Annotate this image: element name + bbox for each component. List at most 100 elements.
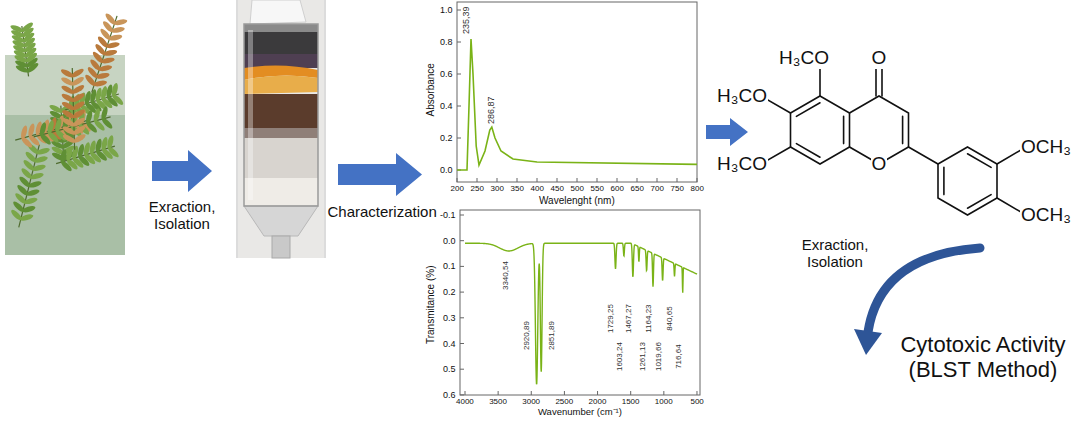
axis-tick-label: 0.2 [440, 133, 453, 143]
leaflet [83, 142, 91, 157]
axis-tick-label: 3000 [522, 397, 540, 406]
process-arrow [338, 153, 422, 196]
leaflet [61, 125, 76, 136]
leaflet [92, 108, 101, 123]
column-band [244, 178, 318, 206]
tick-mark [637, 178, 638, 182]
axis-tick-label: 650 [631, 184, 644, 193]
double-bond [796, 144, 820, 158]
tick-mark [537, 178, 538, 182]
single-bond [819, 66, 821, 96]
tick-mark [577, 178, 578, 182]
axis-tick-label: 4000 [456, 397, 474, 406]
photo-ground [236, 0, 326, 258]
ring-bond [938, 147, 997, 215]
axis-tick-label: 600 [611, 184, 624, 193]
axis-tick-label: 500 [690, 397, 703, 406]
leaflet [60, 68, 75, 79]
axis-ticks [457, 10, 697, 182]
curved-arrow-head [854, 329, 882, 355]
tick-mark [460, 266, 464, 267]
leaflet [61, 117, 76, 128]
peak-label: 716,64 [674, 344, 683, 368]
tick-mark [663, 391, 664, 395]
peak-label: 1729,25 [605, 304, 614, 333]
double-bond [943, 167, 945, 194]
double-bond [796, 103, 820, 117]
uv-spectrum [457, 2, 697, 182]
axis-tick-label: 2500 [555, 397, 573, 406]
axis-tick-label: 0.1 [443, 261, 456, 271]
peak-label: 286,87 [486, 96, 496, 124]
tick-mark [460, 317, 464, 318]
plot-frame [457, 2, 697, 182]
tick-mark [460, 369, 464, 370]
tick-mark [617, 178, 618, 182]
peak-label: 2920,89 [521, 321, 530, 350]
tick-mark [460, 292, 464, 293]
plot-frame [460, 210, 700, 395]
step-caption: Exraction, Isolation [135, 198, 230, 233]
leaflet [20, 125, 29, 140]
double-bond [968, 154, 992, 168]
tick-mark [460, 240, 464, 241]
axis-title: Transmitance (%) [424, 265, 436, 344]
leaflet [9, 24, 24, 34]
axis-tick-label: 0.6 [443, 390, 456, 400]
axis-tick-label: 0.0 [443, 236, 456, 246]
leaflet [77, 143, 85, 158]
process-arrow [706, 118, 748, 146]
column-band [244, 138, 318, 178]
column-tip [272, 236, 290, 258]
column-band [244, 24, 318, 32]
axis-tick-label: 1000 [655, 397, 673, 406]
leaflet [89, 140, 97, 155]
peak-label: 235,39 [461, 6, 471, 34]
curved-arrow [868, 248, 980, 332]
peak-label: 1467,27 [623, 304, 632, 333]
step-caption: Exraction, Isolation [790, 236, 880, 271]
double-bond [902, 116, 904, 143]
photo-sky [5, 55, 125, 115]
axis-ticks [460, 215, 697, 395]
glass-glint [248, 30, 253, 200]
peak-label: 840,65 [665, 306, 674, 330]
axis-tick-label: 0.2 [443, 287, 456, 297]
column-band [244, 94, 318, 128]
axis-tick-label: 0.0 [440, 165, 453, 175]
column-photo [236, 0, 326, 258]
axis-tick-label: 0.6 [440, 69, 453, 79]
leaflet [100, 136, 108, 151]
ring-bond [791, 96, 850, 164]
peak-label: 3340,54 [500, 261, 509, 290]
axis-tick-label: 300 [491, 184, 504, 193]
axis-title: Wavelenght (nm) [539, 195, 615, 207]
peak-label: 1164,23 [644, 304, 653, 332]
spectrum-curve [457, 39, 697, 170]
axis-tick-label: 700 [651, 184, 664, 193]
peak-label: 1019,66 [653, 342, 662, 371]
carbonyl-bond [881, 66, 883, 96]
tick-mark [697, 178, 698, 182]
tick-mark [564, 391, 565, 395]
tick-mark [457, 178, 458, 182]
leaflet [94, 138, 102, 153]
axis-tick-label: 0.5 [443, 364, 456, 374]
atom-label: O [871, 153, 888, 175]
tick-mark [457, 138, 461, 139]
tick-mark [657, 178, 658, 182]
peak-label: 1603,24 [614, 342, 623, 371]
leaflet [61, 92, 76, 103]
leaflet [111, 82, 119, 97]
tick-mark [531, 391, 532, 395]
spectrum-curve [465, 243, 697, 384]
single-bond [909, 147, 939, 164]
axis-tick-label: 750 [671, 184, 684, 193]
axis-tick-label: 0.8 [440, 37, 453, 47]
photo-ground [238, 0, 324, 258]
axis-tick-label: 500 [571, 184, 584, 193]
atom-label: H₃CO [778, 47, 830, 69]
leaflet [100, 106, 109, 121]
atom-label: H₃CO [716, 85, 768, 107]
